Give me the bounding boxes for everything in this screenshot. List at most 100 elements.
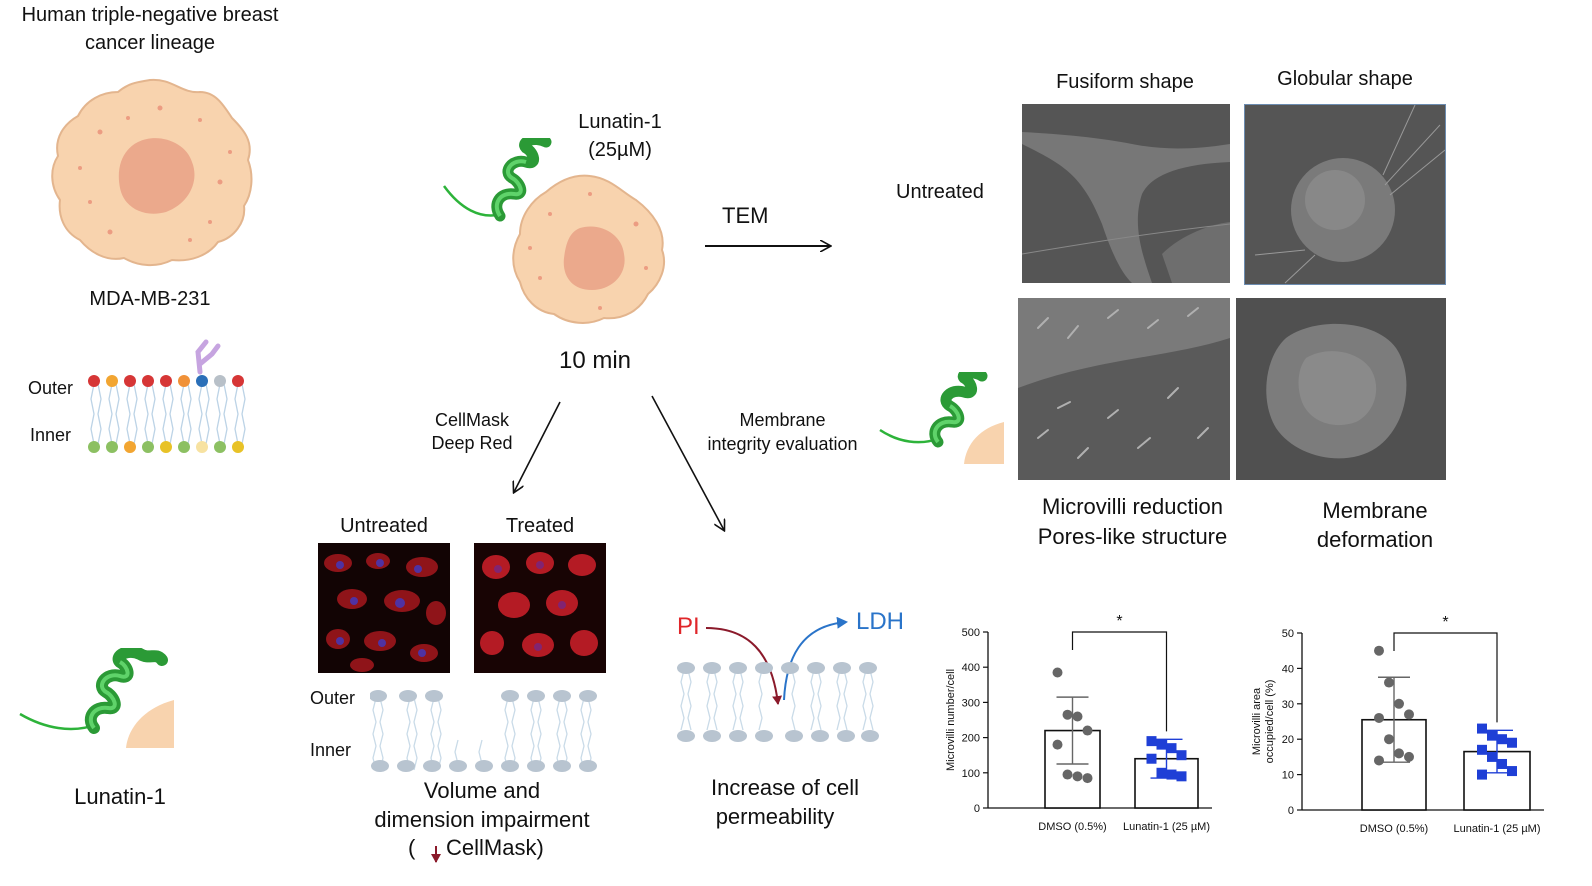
data-point [1052,667,1063,678]
data-point [1072,771,1083,782]
data-point [1394,698,1404,709]
confocal-caption-3-text: CellMask) [446,835,544,860]
data-point [1146,753,1157,764]
pi-label: PI [677,613,700,640]
significance-bracket [1393,632,1498,723]
y-tick-label: 20 [1282,734,1294,746]
y-tick-label: 0 [974,803,980,815]
data-point [1374,712,1384,723]
tem-col-globular: Globular shape [1277,68,1413,90]
data-point [1156,739,1167,750]
data-point [1166,743,1177,754]
y-tick-label: 300 [962,697,980,709]
data-point [1487,730,1497,741]
data-point [1477,744,1487,755]
lunatin-peptide-with-membrane [19,648,174,748]
membrane-label-1: Membrane [739,410,826,430]
data-point [1062,709,1073,720]
peptide-treatment-label: Lunatin-1 [578,111,662,133]
y-tick-label: 500 [962,627,980,639]
data-point [1404,709,1414,720]
data-point [1082,773,1093,784]
y-tick-label: 0 [1288,805,1294,817]
membrane-label-2: integrity evaluation [707,434,858,454]
significance-bracket [1071,631,1168,732]
y-tick-label: 10 [1282,770,1294,782]
category-label: DMSO (0.5%) [1038,821,1106,833]
data-point [1394,748,1404,759]
y-tick-label: 40 [1282,663,1294,675]
confocal-treated-label: Treated [505,515,575,537]
data-point [1497,758,1507,769]
significance-star: * [1116,613,1122,630]
cell-line-label: MDA-MB-231 [89,288,211,310]
confocal-caption-2: dimension impairment [374,807,590,832]
asymmetric-bilayer-diagram [88,339,246,453]
data-point [1176,771,1187,782]
disrupted-bilayer-diagram [370,690,597,772]
data-point [1062,769,1073,780]
y-tick-label: 200 [962,733,980,745]
data-point [1374,645,1384,656]
confocal-outer-label: Outer [310,688,356,708]
tem-image-treated-fusiform [1018,298,1230,480]
cellmask-label-1: CellMask [434,410,509,430]
confocal-untreated-label: Untreated [340,515,428,537]
tem-col-fusiform: Fusiform shape [1056,71,1194,93]
category-label: Lunatin-1 (25 µM) [1123,821,1210,833]
data-point [1146,736,1157,747]
tem-caption-right-1: Membrane [1322,498,1428,523]
data-point [1507,766,1517,777]
y-tick-label: 400 [962,662,980,674]
tem-image-untreated-globular [1244,104,1446,285]
tem-label: TEM [722,203,769,228]
tem-image-untreated-fusiform [1022,104,1230,283]
permeability-caption-2: permeability [715,804,835,829]
data-point [1497,734,1507,745]
y-axis-label-line-1: Microvilli area [1251,687,1263,755]
y-tick-label: 30 [1282,699,1294,711]
data-point [1384,677,1394,688]
y-tick-label: 100 [962,768,980,780]
permeabilized-bilayer-diagram [677,662,879,742]
data-point [1072,711,1083,722]
data-point [1404,751,1414,762]
data-point [1374,755,1384,766]
confocal-caption-1: Volume and [423,778,541,803]
tem-caption-left-1: Microvilli reduction [1042,494,1223,519]
outer-label-left: Outer [28,378,74,398]
data-point [1156,767,1167,778]
ldh-label: LDH [856,608,905,635]
category-label: Lunatin-1 (25 µM) [1453,823,1540,835]
permeability-caption-1: Increase of cell [711,775,859,800]
category-label: DMSO (0.5%) [1360,823,1428,835]
data-point [1052,739,1063,750]
incubation-time-label: 10 min [558,347,632,374]
lunatin-peptide-near-membrane [879,372,1004,464]
confocal-image-treated [474,543,606,673]
tem-image-treated-globular [1236,298,1446,480]
data-point [1477,723,1487,734]
cellmask-label-2: Deep Red [431,433,513,453]
confocal-image-untreated [318,543,450,673]
data-point [1477,769,1487,780]
concentration-label: (25µM) [588,139,652,161]
y-axis-label-line-2: occupied/cell (%) [1264,680,1276,764]
data-point [1166,769,1177,780]
peptide-name-label: Lunatin-1 [74,784,166,809]
left-title-line-1: Human triple-negative breast cancer line… [0,1,300,57]
y-tick-label: 50 [1282,628,1294,640]
y-axis-label: Microvilli number/cell [945,669,957,771]
inner-label-left: Inner [30,425,72,445]
tem-row-untreated: Untreated [896,181,984,203]
tem-caption-right-2: deformation [1316,527,1434,552]
cancer-cell-illustration [51,78,253,266]
data-point [1082,725,1093,736]
confocal-inner-label: Inner [310,740,352,760]
treated-cell-illustration [442,138,666,324]
data-point [1487,751,1497,762]
data-point [1384,734,1394,745]
